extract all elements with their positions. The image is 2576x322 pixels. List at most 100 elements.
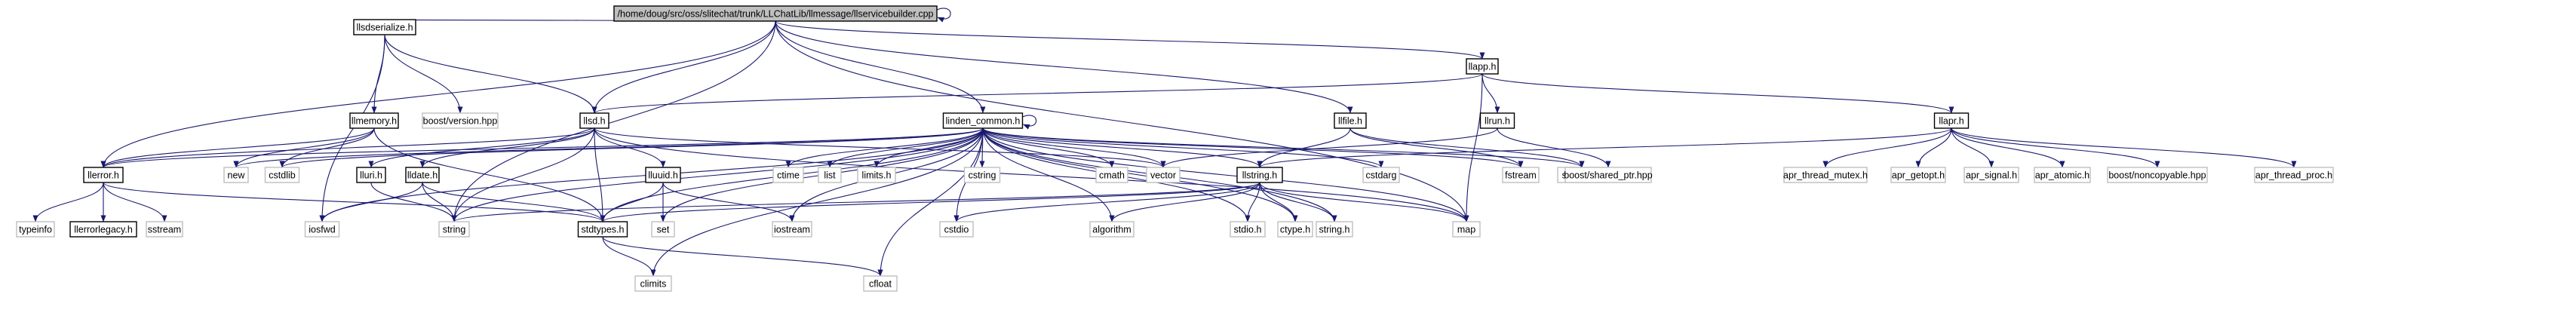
node-label-cstring: cstring xyxy=(969,170,996,181)
edge-llsdserialize-to-llsd xyxy=(384,34,597,114)
node-label-llapr: llapr.h xyxy=(1939,116,1963,127)
node-box-vector xyxy=(1146,167,1181,183)
edge-llmemory-to-llerror xyxy=(100,127,375,168)
node-label-lluri: lluri.h xyxy=(360,170,382,181)
node-label-apr_thread_proc: apr_thread_proc.h xyxy=(2255,170,2332,181)
node-sstream: sstream xyxy=(146,221,183,238)
edge-linden_common-to-algorithm xyxy=(982,127,1115,222)
node-map: map xyxy=(1452,221,1481,238)
edge-llsd-to-map xyxy=(594,127,1469,222)
node-list: list xyxy=(818,167,842,183)
edge-llmemory-to-stdtypes xyxy=(373,127,606,222)
node-llsd[interactable]: llsd.h xyxy=(579,112,609,129)
node-label-set: set xyxy=(657,225,670,235)
edge-linden_common-to-cstdlib xyxy=(279,127,984,168)
node-llfile[interactable]: llfile.h xyxy=(1334,112,1367,129)
edge-llsd-to-string xyxy=(451,127,595,222)
edge-llapp-to-map xyxy=(1463,73,1483,222)
node-box-cstring xyxy=(963,167,1001,183)
edge-root-to-linden_common xyxy=(775,20,986,114)
node-label-llmemory: llmemory.h xyxy=(352,116,397,127)
edge-llstring-to-cstdio xyxy=(953,182,1260,222)
node-label-typeinfo: typeinfo xyxy=(19,225,52,235)
edge-linden_common-to-llstring xyxy=(982,127,1263,168)
edge-llsd-to-lluri xyxy=(368,127,595,168)
node-label-string_h: string.h xyxy=(1319,225,1350,235)
node-label-map: map xyxy=(1457,225,1475,235)
node-apr_getopt: apr_getopt.h xyxy=(1890,167,1946,183)
node-box-string xyxy=(438,221,470,238)
node-label-llsdserialize: llsdserialize.h xyxy=(356,23,413,33)
node-label-new: new xyxy=(228,170,246,181)
edge-llrun-to-vector xyxy=(1160,127,1498,168)
node-box-lluuid xyxy=(645,167,681,183)
edge-llstring-to-string xyxy=(451,182,1260,222)
edge-llapr-to-boost_noncopyable xyxy=(1951,127,2160,168)
node-box-llsdserialize xyxy=(353,19,416,35)
node-box-boost_shared_ptr xyxy=(1564,167,1652,183)
node-box-llfile xyxy=(1334,112,1367,129)
node-label-limits_h: limits.h xyxy=(862,170,892,181)
edge-llapp-to-llapr xyxy=(1481,73,1954,114)
edge-lluuid-to-iostream xyxy=(662,182,795,222)
node-cstdlib: cstdlib xyxy=(264,167,300,183)
edge-root-to-llfile xyxy=(775,20,1353,114)
node-llapp[interactable]: llapp.h xyxy=(1466,58,1499,75)
edge-linden_common-to-sys_stat xyxy=(982,127,1585,168)
node-box-lldate xyxy=(405,167,440,183)
node-lldate[interactable]: lldate.h xyxy=(405,167,440,183)
edge-llrun-to-boost_shared_ptr xyxy=(1497,127,1611,168)
edge-linden_common-to-map xyxy=(982,127,1469,222)
edge-llstring-to-stdtypes xyxy=(600,182,1260,222)
node-llrun[interactable]: llrun.h xyxy=(1479,112,1515,129)
edge-llsd-to-lldate xyxy=(419,127,595,168)
node-box-apr_thread_proc xyxy=(2254,167,2334,183)
node-llsdserialize[interactable]: llsdserialize.h xyxy=(353,19,416,35)
node-linden_common[interactable]: linden_common.h xyxy=(942,112,1024,129)
edge-llapr-to-apr_thread_mutex xyxy=(1822,127,1952,168)
node-box-llerror xyxy=(83,167,124,183)
node-root[interactable]: /home/doug/src/oss/slitechat/trunk/LLCha… xyxy=(613,5,938,22)
node-label-fstream: fstream xyxy=(1505,170,1537,181)
node-lluri[interactable]: lluri.h xyxy=(356,167,386,183)
node-box-fstream xyxy=(1502,167,1540,183)
node-label-cstdlib: cstdlib xyxy=(269,170,295,181)
node-box-set xyxy=(651,221,675,238)
edge-llapp-to-llsd xyxy=(591,73,1483,114)
node-label-sstream: sstream xyxy=(148,225,181,235)
node-llerrorlegacy[interactable]: llerrorlegacy.h xyxy=(69,221,137,238)
edge-llapr-to-apr_signal xyxy=(1951,127,1994,168)
node-llerror[interactable]: llerror.h xyxy=(83,167,124,183)
node-box-root xyxy=(613,5,938,22)
edge-lluri-to-string xyxy=(370,182,457,222)
node-lluuid[interactable]: lluuid.h xyxy=(645,167,681,183)
node-label-llerror: llerror.h xyxy=(88,170,119,181)
edge-linden_common-to-climits xyxy=(650,127,984,277)
node-apr_thread_proc: apr_thread_proc.h xyxy=(2254,167,2334,183)
node-llstring[interactable]: llstring.h xyxy=(1236,167,1283,183)
edge-root-to-llapp xyxy=(775,20,1485,60)
node-stdtypes[interactable]: stdtypes.h xyxy=(577,221,628,238)
node-box-cmath xyxy=(1095,167,1128,183)
node-label-llsd: llsd.h xyxy=(583,116,605,127)
edge-llerror-to-stdtypes xyxy=(103,182,606,222)
node-box-stdtypes xyxy=(577,221,628,238)
node-llmemory[interactable]: llmemory.h xyxy=(349,112,399,129)
node-algorithm: algorithm xyxy=(1089,221,1134,238)
edge-llerror-to-typeinfo xyxy=(32,182,104,222)
edge-llapr-to-apr_getopt xyxy=(1915,127,1952,168)
node-fstream: fstream xyxy=(1502,167,1540,183)
node-label-apr_getopt: apr_getopt.h xyxy=(1892,170,1945,181)
node-label-cstdarg: cstdarg xyxy=(1366,170,1397,181)
edge-linden_common-to-vector xyxy=(982,127,1166,168)
node-box-limits_h xyxy=(857,167,896,183)
node-label-stdtypes: stdtypes.h xyxy=(582,225,625,235)
edge-linden_common-to-cmath xyxy=(982,127,1115,168)
edge-llstring-to-map xyxy=(1259,182,1469,222)
node-llapr[interactable]: llapr.h xyxy=(1933,112,1970,129)
edge-linden_common-to-fstream xyxy=(982,127,1524,168)
node-boost_noncopyable: boost/noncopyable.hpp xyxy=(2107,167,2208,183)
node-label-llerrorlegacy: llerrorlegacy.h xyxy=(74,225,133,235)
edge-linden_common-to-cstdarg xyxy=(982,127,1384,168)
